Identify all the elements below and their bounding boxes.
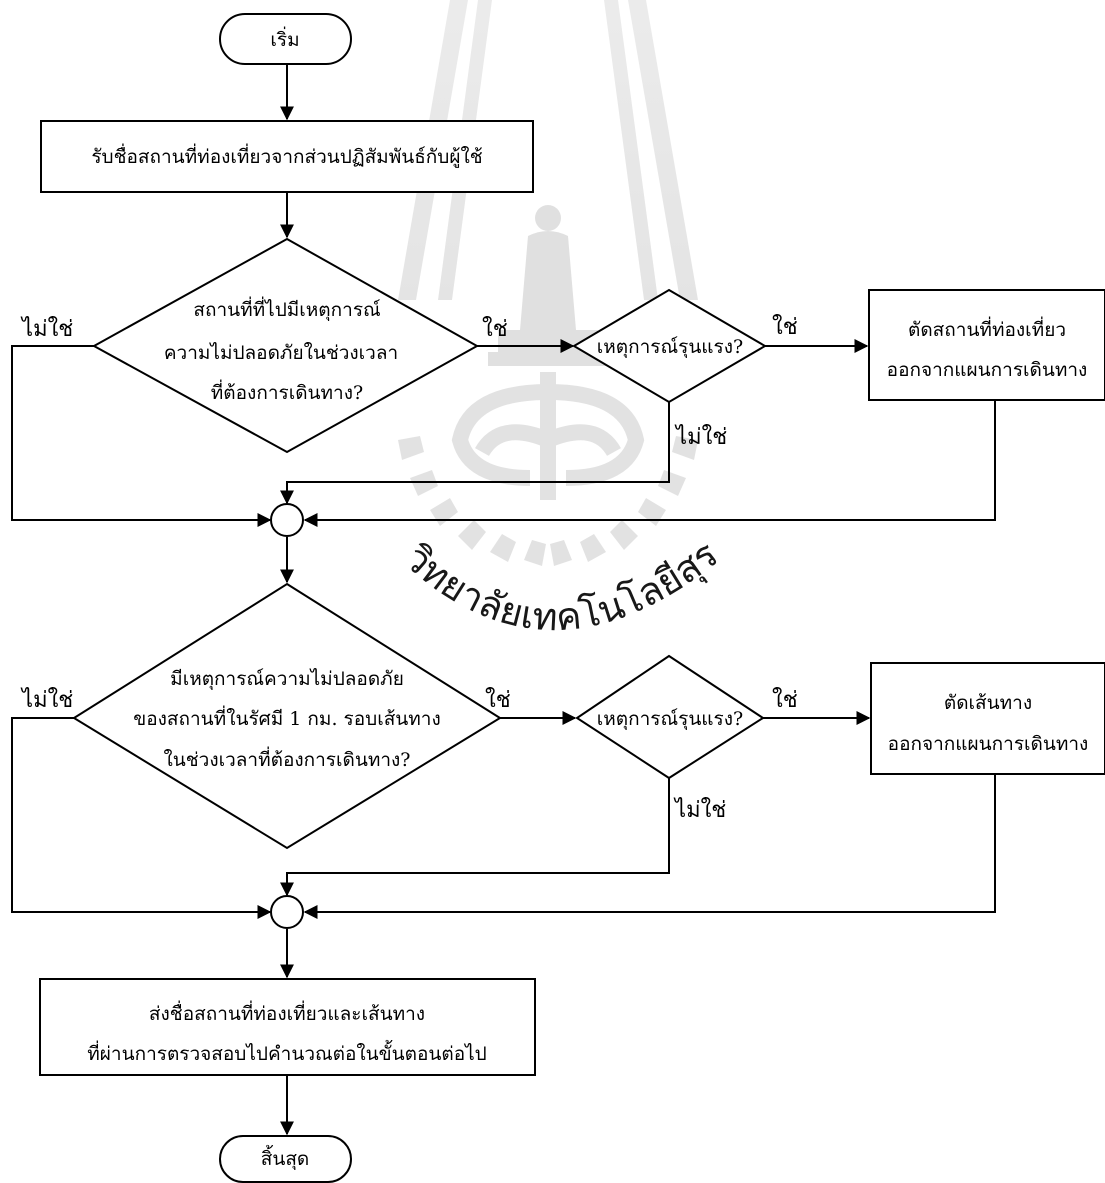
end-label: สิ้นสุด [261, 1145, 310, 1171]
decision2-yes-label: ใช่ [485, 687, 511, 713]
arrow-remove-route-merge [303, 774, 996, 919]
merge-connector-2 [270, 895, 304, 929]
severity-decision-1-label: เหตุการณ์รุนแรง? [597, 336, 743, 359]
remove-place-process: ตัดสถานที่ท่องเที่ยว ออกจากแผนการเดินทาง [868, 289, 1105, 401]
severity2-no-label: ไม่ใช่ [673, 797, 726, 823]
severity-decision-2: เหตุการณ์รุนแรง? [575, 654, 765, 780]
place-event-decision-line1: สถานที่ที่ไปมีเหตุการณ์ [193, 296, 380, 322]
arrow-decision1-no [11, 345, 272, 527]
start-terminator: เริ่ม [219, 13, 352, 65]
merge-connector-1 [270, 503, 304, 537]
place-event-decision-line3: ที่ต้องการเดินทาง? [211, 379, 363, 404]
severity-decision-2-label: เหตุการณ์รุนแรง? [597, 708, 743, 731]
arrow-decision2-no [11, 717, 272, 919]
severity1-yes-label: ใช่ [772, 314, 798, 340]
remove-route-line2: ออกจากแผนการเดินทาง [888, 733, 1089, 755]
remove-place-line1: ตัดสถานที่ท่องเที่ยว [908, 316, 1066, 341]
remove-place-line2: ออกจากแผนการเดินทาง [887, 359, 1088, 381]
route-event-decision: มีเหตุการณ์ความไม่ปลอดภัย ของสถานที่ในรั… [72, 582, 502, 850]
end-terminator: สิ้นสุด [219, 1135, 352, 1183]
arrow-severity1-no [280, 402, 670, 505]
send-result-line2: ที่ผ่านการตรวจสอบไปคำนวณต่อในขั้นตอนต่อไ… [87, 1040, 486, 1065]
receive-places-process: รับชื่อสถานที่ท่องเที่ยวจากส่วนปฏิสัมพัน… [40, 120, 534, 193]
start-label: เริ่ม [270, 26, 299, 51]
severity-decision-1: เหตุการณ์รุนแรง? [572, 288, 767, 404]
decision1-no-label: ไม่ใช่ [20, 316, 73, 342]
route-event-decision-line3: ในช่วงเวลาที่ต้องการเดินทาง? [164, 746, 411, 771]
place-event-decision: สถานที่ที่ไปมีเหตุการณ์ ความไม่ปลอดภัยใน… [91, 237, 480, 454]
severity2-yes-label: ใช่ [772, 687, 798, 713]
branch-labels: ไม่ใช่ ใช่ ใช่ ไม่ใช่ ไม่ใช่ ใช่ ใช่ ไม่… [20, 314, 798, 823]
remove-route-process: ตัดเส้นทาง ออกจากแผนการเดินทาง [870, 662, 1105, 775]
connectors [11, 64, 996, 1136]
send-result-process: ส่งชื่อสถานที่ท่องเที่ยวและเส้นทาง ที่ผ่… [39, 978, 536, 1076]
place-event-decision-line2: ความไม่ปลอดภัยในช่วงเวลา [164, 342, 398, 364]
receive-places-label: รับชื่อสถานที่ท่องเที่ยวจากส่วนปฏิสัมพัน… [91, 143, 482, 168]
remove-route-line1: ตัดเส้นทาง [944, 692, 1032, 714]
send-result-line1: ส่งชื่อสถานที่ท่องเที่ยวและเส้นทาง [149, 1000, 425, 1025]
decision2-no-label: ไม่ใช่ [20, 687, 73, 713]
arrow-remove-place-merge [303, 400, 996, 527]
severity1-no-label: ไม่ใช่ [674, 424, 727, 450]
decision1-yes-label: ใช่ [482, 316, 508, 342]
arrow-severity2-no [280, 778, 670, 897]
route-event-decision-line2: ของสถานที่ในรัศมี 1 กม. รอบเส้นทาง [133, 705, 441, 730]
route-event-decision-line1: มีเหตุการณ์ความไม่ปลอดภัย [170, 668, 404, 691]
